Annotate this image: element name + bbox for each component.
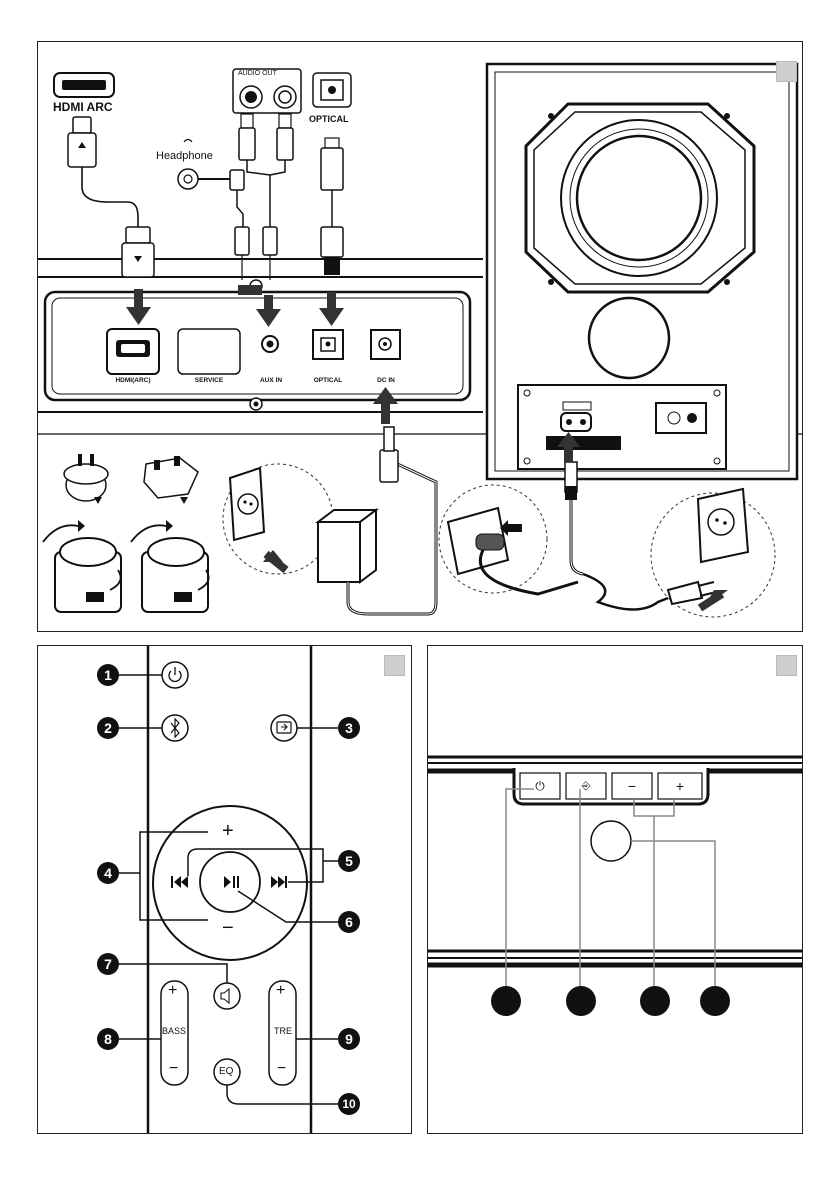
treble-minus[interactable]: −	[277, 1060, 286, 1078]
callout-4: 4	[97, 862, 119, 884]
top-buttons-panel: ⏻ ⎆ − +	[427, 645, 803, 1134]
source-button[interactable]: ⎆	[566, 773, 606, 799]
callout-2: 2	[97, 717, 119, 739]
marker-dot-2	[566, 986, 596, 1016]
marker-dot-3	[640, 986, 670, 1016]
port-label-aux: AUX IN	[253, 377, 289, 384]
port-label-optical: OPTICAL	[308, 377, 348, 384]
callout-7: 7	[97, 953, 119, 975]
hdmi-arc-label: HDMI ARC	[53, 100, 113, 114]
top-buttons-art	[428, 646, 803, 1134]
port-label-dc: DC IN	[370, 377, 402, 384]
plus-icon: +	[676, 778, 684, 794]
treble-label: TRE	[274, 1026, 292, 1036]
optical-label: OPTICAL	[309, 114, 349, 124]
volume-up-button[interactable]: +	[658, 773, 702, 799]
port-label-hdmi: HDMI(ARC)	[107, 377, 159, 384]
panel-marker-square	[384, 655, 405, 676]
treble-plus[interactable]: +	[276, 982, 285, 1000]
minus-icon: −	[628, 778, 636, 794]
source-icon: ⎆	[582, 780, 591, 793]
port-label-service: SERVICE	[178, 377, 240, 384]
callout-5: 5	[338, 850, 360, 872]
power-button[interactable]: ⏻	[520, 773, 560, 799]
callout-3: 3	[338, 717, 360, 739]
eq-label[interactable]: EQ	[219, 1066, 233, 1077]
callout-6: 6	[338, 911, 360, 933]
callout-9: 9	[338, 1028, 360, 1050]
volume-up-label[interactable]: +	[222, 820, 234, 843]
audio-out-label: AUDIO OUT	[238, 70, 277, 77]
connection-diagram-panel: HDMI ARC AUDIO OUT Headphone OPTICAL HDM…	[37, 41, 803, 632]
connection-diagram-art	[38, 42, 803, 632]
panel-marker-square	[776, 655, 797, 676]
volume-down-label[interactable]: −	[222, 917, 234, 940]
headphone-label: Headphone	[156, 150, 213, 162]
bass-plus[interactable]: +	[168, 982, 177, 1000]
power-icon: ⏻	[535, 779, 545, 794]
bass-minus[interactable]: −	[169, 1060, 178, 1078]
marker-dot-4	[700, 986, 730, 1016]
bass-label: BASS	[162, 1026, 186, 1036]
callout-8: 8	[97, 1028, 119, 1050]
panel-marker-square	[776, 61, 797, 82]
marker-dot-1	[491, 986, 521, 1016]
callout-1: 1	[97, 664, 119, 686]
callout-10: 10	[338, 1093, 360, 1115]
volume-down-button[interactable]: −	[612, 773, 652, 799]
remote-control-panel: 1 2 3 4 5 6 7 8 9 10 + − + BASS − + TRE …	[37, 645, 412, 1134]
